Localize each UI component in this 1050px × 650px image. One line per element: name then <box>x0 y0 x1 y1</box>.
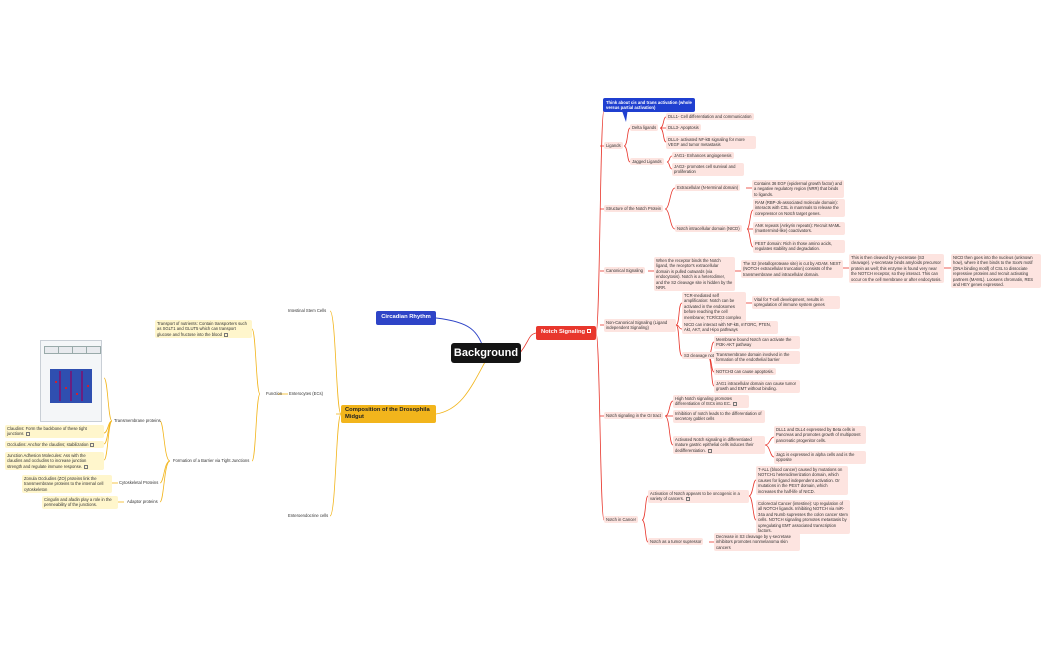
cingulin-node[interactable]: Cingulin and afadin play a role in the p… <box>42 496 118 509</box>
junction-bar <box>59 371 61 401</box>
delta-item-1[interactable]: DLL1- Cell differentiation and communica… <box>666 113 754 121</box>
external-link-icon[interactable] <box>84 464 89 469</box>
claudins-text: Claudins: Form the backbone of these tig… <box>7 426 87 437</box>
jam-node[interactable]: Junction Adhesion Molecules: Ass with th… <box>5 452 104 471</box>
protein-dot <box>65 387 67 389</box>
ec-node[interactable]: Enterocytes (ECs) <box>289 391 323 396</box>
gi-activated-item-1[interactable]: DLL1 and DLL4 expressed by Beta cells in… <box>774 426 866 445</box>
external-link-icon[interactable] <box>587 329 592 334</box>
delta-ligands-node[interactable]: Delta ligands <box>630 124 659 132</box>
nicd-item-ank[interactable]: ANK repeats (Ankyrin repeats): Recruit M… <box>753 222 845 235</box>
protein-dot <box>55 381 57 383</box>
oncogene-text: Activation of Notch appears to be oncoge… <box>650 491 740 502</box>
structure-node[interactable]: Structure of the Notch Protein <box>604 205 664 213</box>
canonical-node[interactable]: Canonical Signaling <box>604 267 646 275</box>
s3-item-4[interactable]: JAG1 intracellular domain can cause tumo… <box>714 380 800 393</box>
junction-bar <box>81 371 83 401</box>
tight-junction-image[interactable] <box>40 340 102 422</box>
oncogene-node[interactable]: Activation of Notch appears to be oncoge… <box>648 490 749 503</box>
jagged-item-1[interactable]: JAG1- Enhances angiogenesis <box>672 152 734 160</box>
suppressor-node[interactable]: Notch as a tumor supressor <box>648 538 704 546</box>
ligands-node[interactable]: Ligands <box>604 142 623 150</box>
enteroendocrine-node[interactable]: Enteroendocrine cells <box>288 513 329 518</box>
protein-dot <box>87 385 89 387</box>
transmembrane-node[interactable]: Transmembrane proteins <box>114 418 161 423</box>
claudins-node[interactable]: Claudins: Form the backbone of these tig… <box>5 425 104 438</box>
composition-node[interactable]: Composition of the Drosophila Midgut <box>341 405 436 423</box>
notch-callout[interactable]: Think about cis and trans activation (wh… <box>603 98 695 112</box>
s3-item-2[interactable]: Transmembrane domain involved in the for… <box>714 351 800 364</box>
tcr-detail[interactable]: Vital for T-cell development, results in… <box>752 296 840 309</box>
image-header-box <box>58 346 73 354</box>
nicd-item-ram[interactable]: RAM (RBP-Jk-associated molecule domain):… <box>753 199 845 218</box>
notch-signaling-node[interactable]: Notch Signaling <box>536 326 596 340</box>
noncanonical-node[interactable]: Non-Canonical Signaling (Ligand independ… <box>604 319 676 332</box>
nicd-interactions[interactable]: NICD can interact with NF-kB, mTORC, PTE… <box>682 321 778 334</box>
cancer-node[interactable]: Notch in Cancer <box>604 516 639 524</box>
external-link-icon[interactable] <box>90 442 95 447</box>
external-link-icon[interactable] <box>733 402 738 407</box>
cytoskeletal-node[interactable]: Cytoskeletal Proteins <box>119 480 159 485</box>
s3-item-3[interactable]: NOTCH3 can cause apoptosis. <box>714 368 776 376</box>
external-link-icon[interactable] <box>685 497 690 502</box>
gi-activated-item-2[interactable]: Jag1 is expressed in alpha cells and is … <box>774 451 866 464</box>
nicd-item-pest[interactable]: PEST domain: Rich in those amino acids, … <box>753 240 845 253</box>
junction-bar <box>70 371 72 401</box>
s3-item-1[interactable]: Membrane bound Notch can activate the PI… <box>714 336 800 349</box>
external-link-icon[interactable] <box>223 332 228 337</box>
canonical-step-4[interactable]: NICD then goes into the nucleus (unknown… <box>951 254 1041 289</box>
delta-item-2[interactable]: DLL3- Apoptosis <box>666 124 701 132</box>
gi-node[interactable]: Notch signaling in the GI tract <box>604 412 663 420</box>
external-link-icon[interactable] <box>25 432 30 437</box>
root-node[interactable]: Background <box>451 343 521 363</box>
gi-activated-text: Activated Notch signaling in differentia… <box>675 437 754 453</box>
gi-item-2[interactable]: Inhibition of notch leads to the differe… <box>673 410 765 423</box>
gi-activated[interactable]: Activated Notch signaling in differentia… <box>673 436 765 455</box>
canonical-step-3[interactable]: This is then cleaved by γ-secretase (S3 … <box>849 254 944 284</box>
jagged-item-2[interactable]: JAG2- promotes cell survival and prolife… <box>672 163 744 176</box>
oncogene-item-1[interactable]: T-ALL (blood cancer) caused by mutations… <box>756 466 848 496</box>
extracellular-detail[interactable]: Contains 36 EGF (epidermal growth factor… <box>752 180 844 199</box>
gi-item-1-text: High Notch signaling promotes differenti… <box>675 396 733 407</box>
oncogene-item-2[interactable]: Colorectal Cancer (intestine): Up regula… <box>756 500 850 535</box>
transport-node[interactable]: Transport of nutrients: Contain transpor… <box>155 320 252 339</box>
suppressor-detail[interactable]: Decrease in S3 cleavage by γ-secretase i… <box>714 533 800 552</box>
delta-item-3[interactable]: DLL4- activated NF-kB signaling for more… <box>666 136 756 149</box>
canonical-step-1[interactable]: When the receptor binds the Notch ligand… <box>654 257 735 292</box>
barrier-node[interactable]: Formation of a Barrier via Tight Junctio… <box>173 458 250 463</box>
external-link-icon[interactable] <box>707 448 712 453</box>
circadian-node[interactable]: Circadian Rhythm <box>376 311 436 325</box>
notch-signaling-label: Notch Signaling <box>540 329 586 335</box>
isc-node[interactable]: Intestinal Stem Cells <box>288 308 327 313</box>
image-header-box <box>44 346 59 354</box>
gi-item-1[interactable]: High Notch signaling promotes differenti… <box>673 395 749 408</box>
image-header-box <box>86 346 101 354</box>
occludins-text: Occludins: Anchor the claudins; stabiliz… <box>7 442 89 447</box>
zo-node[interactable]: Zonula Occludins (ZO) proteins link the … <box>22 475 112 494</box>
occludins-node[interactable]: Occludins: Anchor the claudins; stabiliz… <box>5 441 104 449</box>
canonical-step-2[interactable]: The S2 (metalloprotease site) is cut by … <box>741 260 843 279</box>
image-header-box <box>72 346 87 354</box>
jagged-ligands-node[interactable]: Jagged Ligands <box>630 158 664 166</box>
extracellular-node[interactable]: Extracellular (N-terminal domain) <box>675 184 741 192</box>
protein-dot <box>76 393 78 395</box>
adaptor-node[interactable]: Adaptor proteins <box>127 499 158 504</box>
jam-text: Junction Adhesion Molecules: Ass with th… <box>7 453 87 469</box>
transport-text: Transport of nutrients: Contain transpor… <box>157 321 247 337</box>
function-node[interactable]: Function <box>266 391 283 396</box>
s3-node[interactable]: S3 cleavage not needed <box>682 352 732 360</box>
nicd-node[interactable]: Notch intracellular domain (NICD) <box>675 225 742 233</box>
